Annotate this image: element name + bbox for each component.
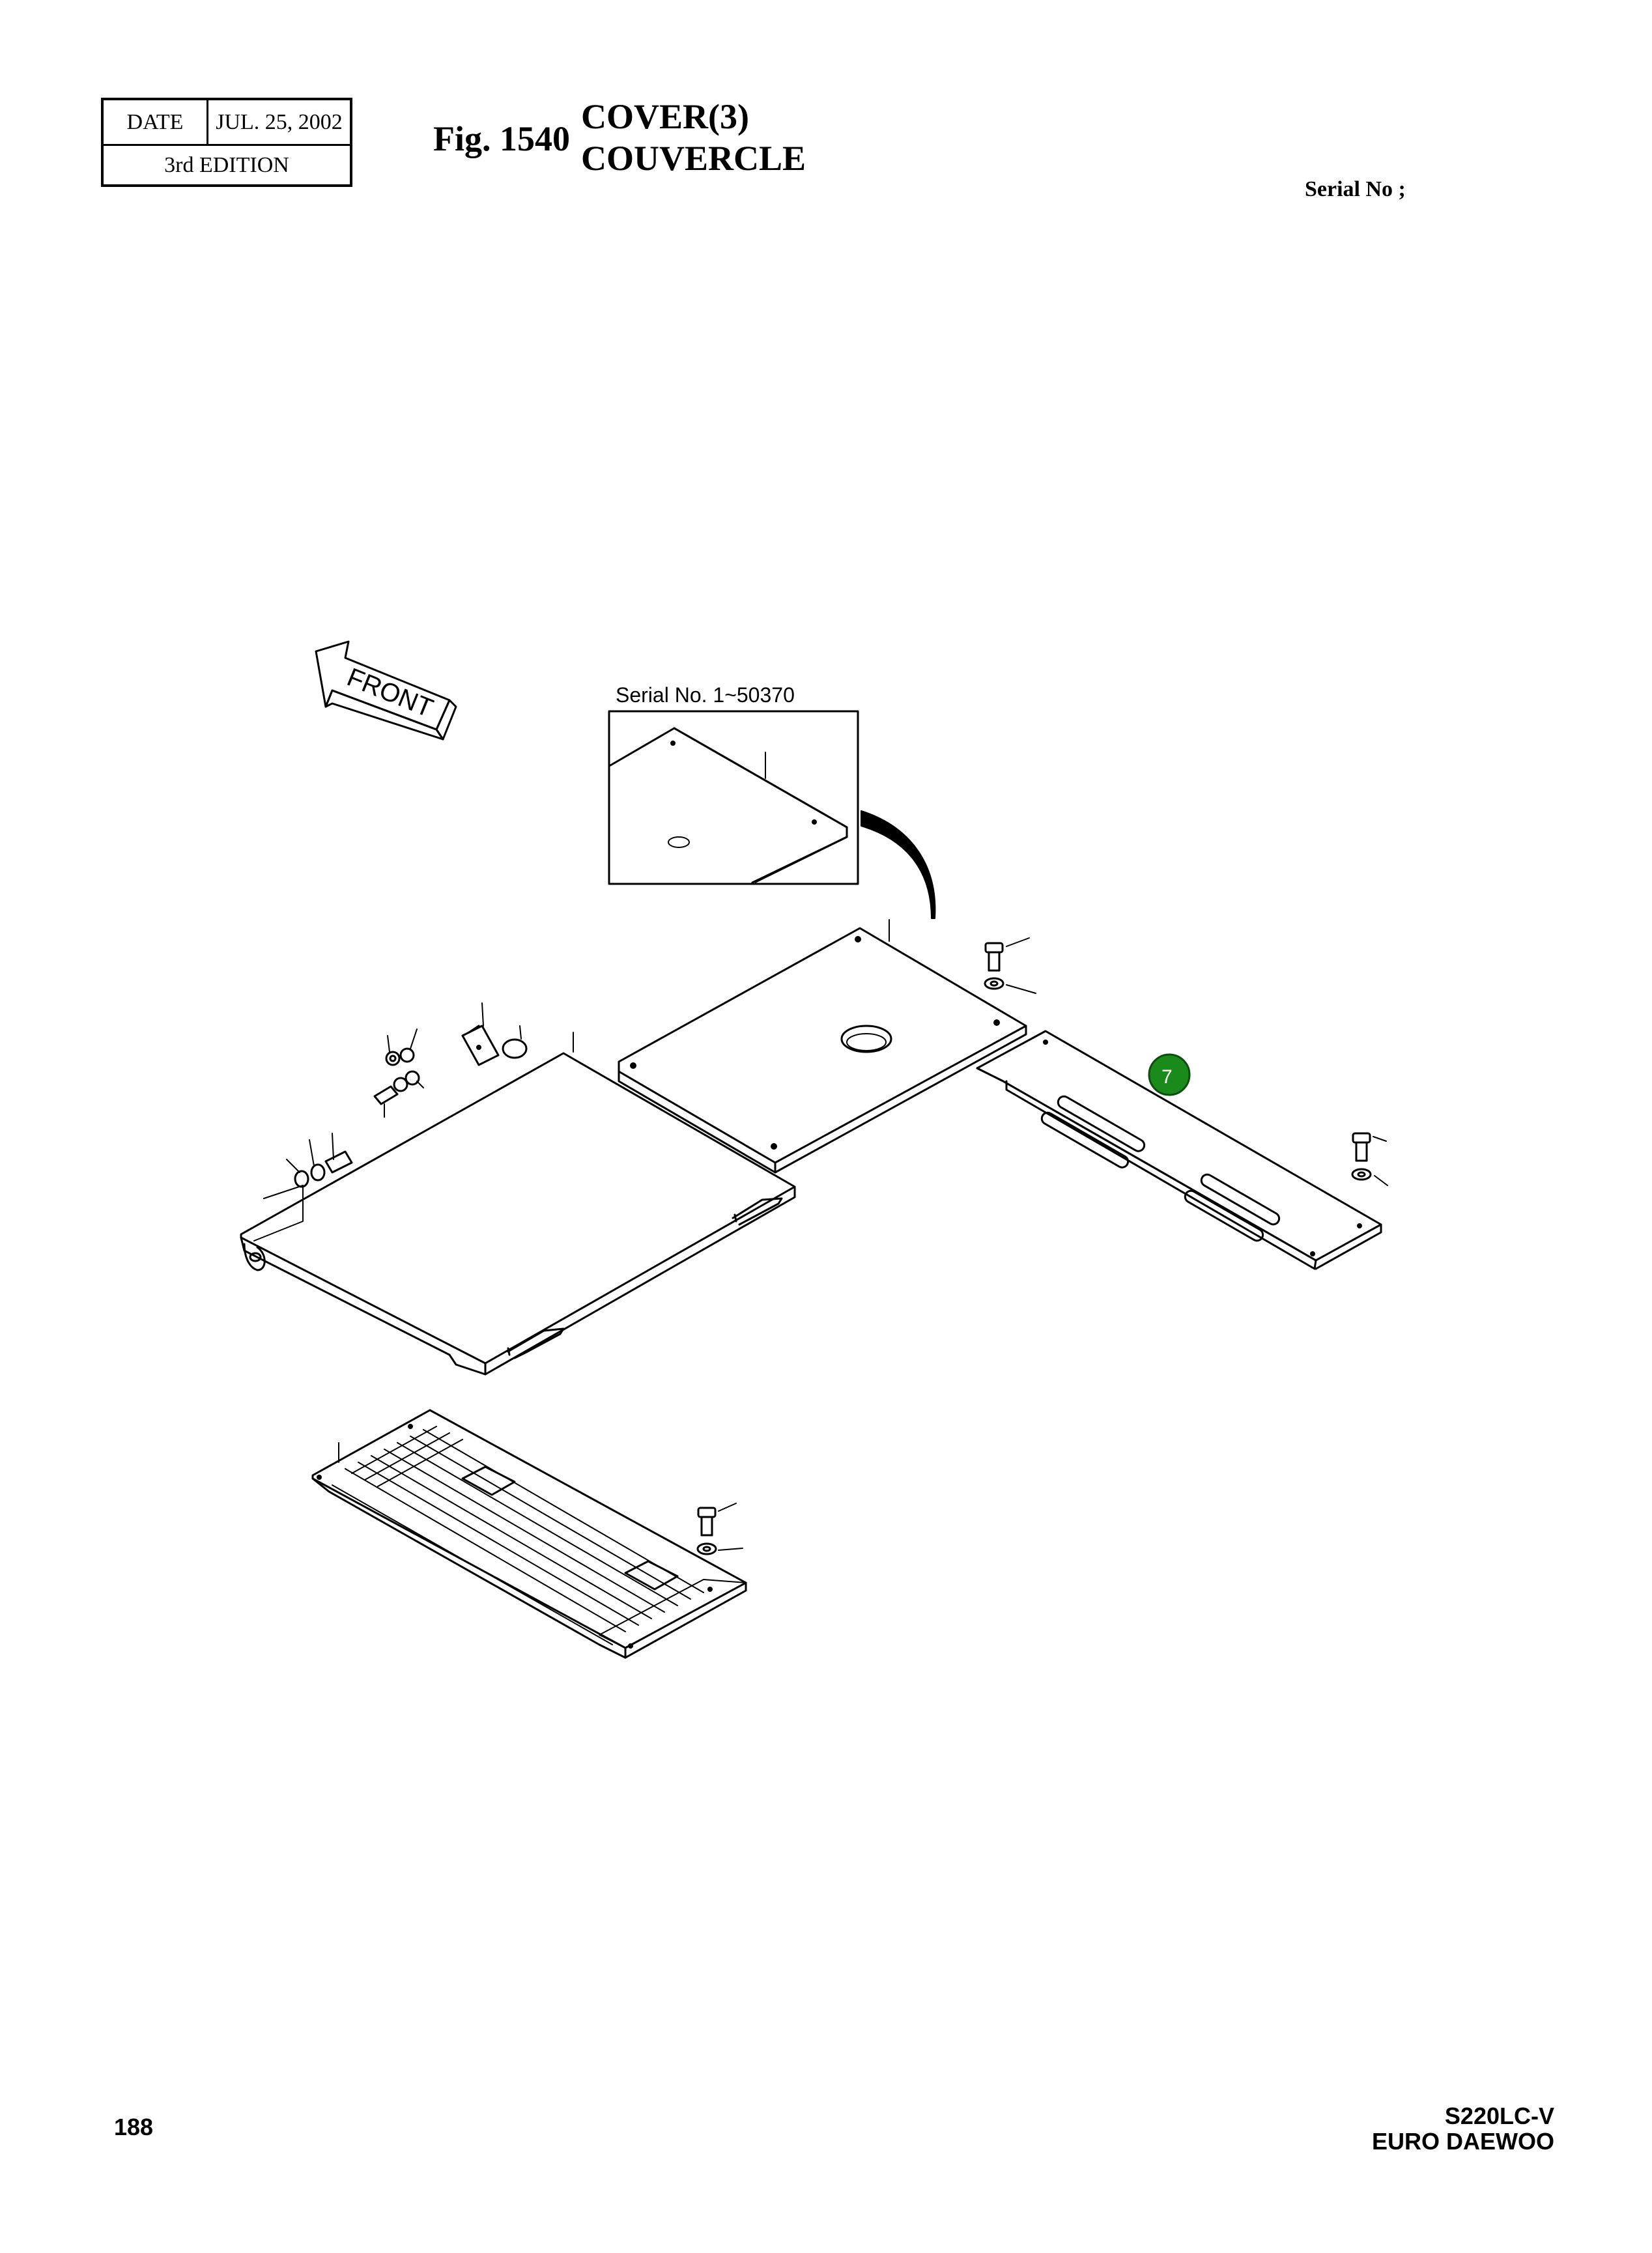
date-value: JUL. 25, 2002 bbox=[216, 109, 343, 134]
inset-pointer-arrow bbox=[861, 810, 936, 919]
bolt-washer-center bbox=[984, 937, 1036, 994]
date-label: DATE bbox=[104, 100, 208, 144]
left-cover-plate bbox=[240, 1032, 796, 1376]
figure-title-french: COUVERCLE bbox=[581, 139, 806, 178]
header-box: DATE JUL. 25, 2002 3rd EDITION bbox=[101, 98, 352, 187]
figure-number: Fig. 1540 bbox=[433, 119, 570, 158]
inset-detail-box bbox=[608, 710, 859, 885]
serial-number-label: Serial No ; bbox=[1305, 177, 1406, 201]
bolt-washer-right bbox=[1351, 1132, 1388, 1186]
edition-label: 3rd EDITION bbox=[164, 152, 289, 177]
hardware-group-left bbox=[253, 1002, 528, 1241]
brand-name: EURO DAEWOO bbox=[1371, 2128, 1554, 2155]
header-date-row: DATE JUL. 25, 2002 bbox=[104, 100, 350, 146]
machine-model: S220LC-V bbox=[1444, 2103, 1554, 2129]
bolt-washer-bottom bbox=[696, 1503, 743, 1555]
callout-circle[interactable] bbox=[1148, 1053, 1191, 1096]
bottom-step-plate bbox=[311, 1409, 747, 1659]
inset-serial-label: Serial No. 1~50370 bbox=[616, 683, 795, 707]
callout-marker-7[interactable]: 7 bbox=[1148, 1053, 1191, 1096]
front-arrow: FRONT bbox=[315, 640, 457, 741]
center-cover-plate bbox=[618, 919, 1027, 1174]
callout-number[interactable]: 7 bbox=[1161, 1066, 1173, 1088]
front-arrow-label: FRONT bbox=[343, 663, 437, 723]
page-number: 188 bbox=[114, 2114, 154, 2140]
figure-title-english: COVER(3) bbox=[581, 97, 749, 136]
